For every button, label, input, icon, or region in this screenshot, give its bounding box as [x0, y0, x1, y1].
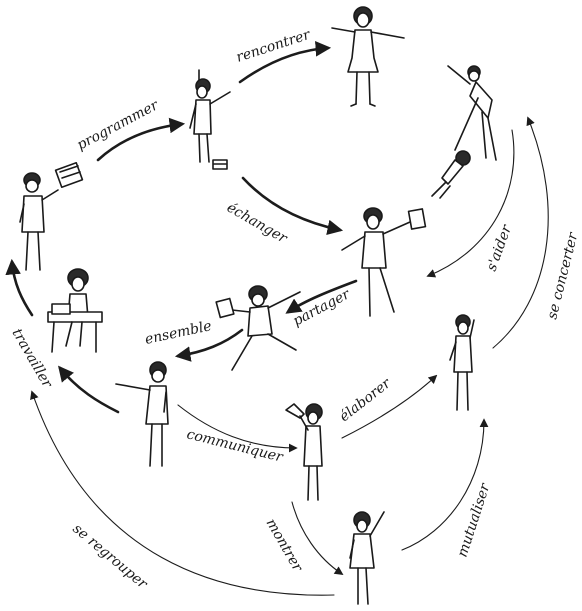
figure-programmer	[189, 69, 231, 170]
arrow-ensemble	[174, 328, 244, 362]
arrow-se-regrouper	[30, 390, 335, 596]
label-se-regrouper: se regrouper	[69, 521, 151, 593]
arrow-echanger	[241, 176, 344, 236]
arrow-s-aider	[426, 129, 515, 278]
arrow-elaborer	[341, 374, 438, 439]
label-elaborer: élaborer	[337, 375, 395, 425]
figure-at-desk	[47, 268, 103, 353]
label-travailler: travailler	[9, 326, 56, 392]
labels: rencontrer programmer échanger s'aider s…	[9, 27, 582, 593]
label-mutualiser: mutualiser	[455, 480, 494, 559]
figure-cartwheel	[431, 65, 497, 199]
figure-arms-out-top	[331, 6, 405, 107]
label-communiquer: communiquer	[185, 426, 286, 466]
label-ensemble: ensemble	[144, 318, 214, 348]
figure-jumping	[215, 285, 301, 371]
arrow-montrer	[291, 501, 344, 575]
arrow-travailler-down	[5, 258, 34, 317]
figure-communiquer	[115, 361, 169, 467]
arrow-mutualiser	[401, 418, 489, 551]
figure-with-sign	[19, 161, 84, 271]
figure-raising-hand	[349, 511, 385, 605]
arrow-travailler	[58, 365, 120, 414]
arrow-se-concerter	[492, 116, 549, 349]
arrows	[5, 41, 549, 596]
label-montrer: montrer	[263, 516, 307, 575]
label-se-concerter: se concerter	[544, 230, 581, 321]
arrow-programmer	[96, 117, 186, 162]
arrow-rencontrer	[238, 41, 332, 84]
label-rencontrer: rencontrer	[234, 27, 313, 66]
arrow-communiquer	[177, 404, 298, 453]
figure-thinking	[449, 314, 475, 411]
arrow-partager	[285, 279, 358, 314]
figure-partager	[341, 207, 427, 317]
figure-megaphone	[285, 403, 323, 501]
